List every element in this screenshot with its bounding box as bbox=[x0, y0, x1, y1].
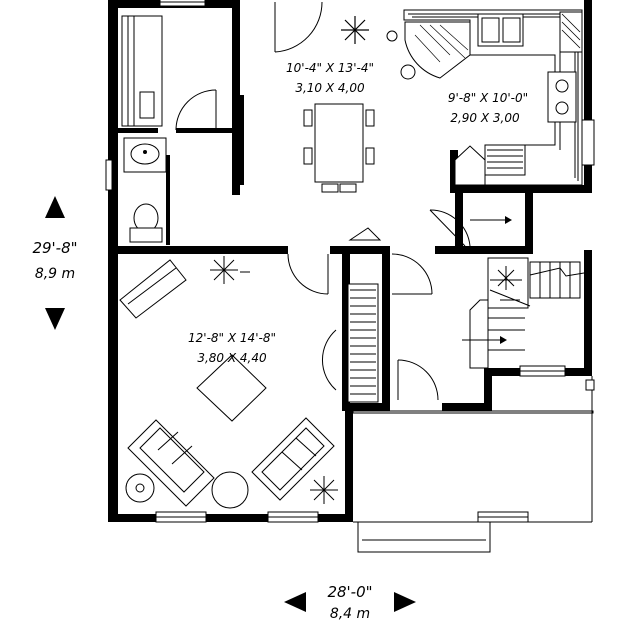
toilet bbox=[129, 203, 163, 243]
depth-dimension: 29'-8" 8,9 m bbox=[32, 196, 78, 330]
dining-size-imperial: 10'-4" X 13'-4" bbox=[286, 61, 374, 75]
ceiling-light-icon bbox=[341, 16, 369, 44]
dining-area bbox=[238, 1, 416, 193]
arrow-down-icon bbox=[45, 308, 65, 330]
coffee-table bbox=[196, 354, 267, 422]
depth-metric: 8,9 m bbox=[35, 266, 75, 282]
windows bbox=[155, 0, 595, 523]
bathroom bbox=[105, 15, 217, 245]
dining-size-metric: 3,10 X 4,00 bbox=[295, 81, 365, 95]
chaise bbox=[119, 259, 187, 319]
width-metric: 8,4 m bbox=[330, 606, 370, 622]
stairs bbox=[462, 257, 591, 369]
living-size-metric: 3,80 X 4,40 bbox=[197, 351, 267, 365]
kitchen-size-imperial: 9'-8" X 10'-0" bbox=[448, 91, 528, 105]
arrow-up-icon bbox=[45, 196, 65, 218]
sofa-left bbox=[127, 419, 215, 507]
interior-walls bbox=[108, 0, 592, 411]
porch bbox=[352, 376, 595, 553]
closet bbox=[347, 283, 379, 403]
sofa-right bbox=[251, 417, 335, 501]
arrow-right-icon bbox=[394, 592, 416, 612]
ceiling-light-icon bbox=[310, 476, 338, 504]
kitchen bbox=[403, 9, 583, 186]
living-size-imperial: 12'-8" X 14'-8" bbox=[188, 331, 276, 345]
width-imperial: 28'-0" bbox=[327, 583, 372, 601]
kitchen-size-metric: 2,90 X 3,00 bbox=[450, 111, 520, 125]
dining-table bbox=[314, 103, 364, 183]
arrow-left-icon bbox=[284, 592, 306, 612]
living-room bbox=[119, 256, 338, 509]
width-dimension: 28'-0" 8,4 m bbox=[284, 583, 416, 622]
depth-imperial: 29'-8" bbox=[32, 239, 77, 257]
ceiling-light-icon bbox=[210, 256, 250, 284]
hall bbox=[287, 209, 512, 401]
